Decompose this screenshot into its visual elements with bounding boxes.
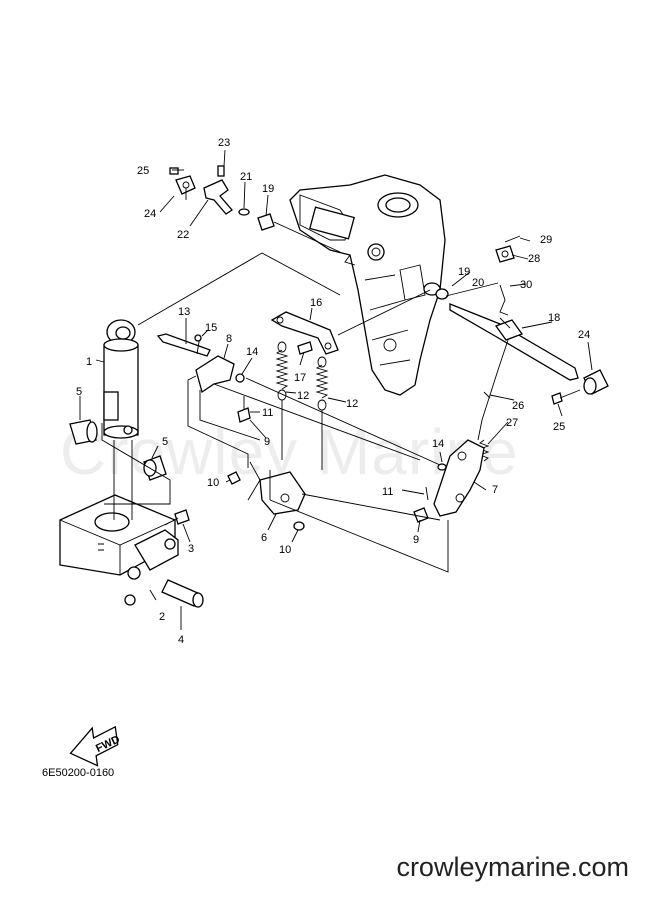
callout-12b: 12 [346,398,358,410]
callout-18: 18 [548,312,560,324]
lever-7 [413,439,485,523]
callout-11a: 11 [262,407,273,419]
callout-19b: 19 [458,266,470,278]
callout-3: 3 [188,543,194,555]
bolt-29-nut-28 [495,235,521,263]
trim-cylinder [103,319,139,439]
callout-9b: 9 [413,534,419,546]
callout-13: 13 [178,306,190,318]
link-plate-16 [270,311,339,355]
callout-5a: 5 [76,386,82,398]
leader-lines [101,252,581,573]
callout-28: 28 [528,253,540,265]
callout-21: 21 [240,171,252,183]
callout-7: 7 [492,484,498,496]
rod-30 [499,284,509,316]
cap-24 [583,369,609,395]
callout-2: 2 [159,611,165,623]
fwd-arrow-icon: FWD [69,725,122,767]
callout-14a: 14 [246,346,258,358]
callout-24b: 24 [578,329,590,341]
callout-30: 30 [520,279,532,291]
callout-10a: 10 [207,477,219,489]
upper-bracket-housing [289,174,446,396]
callout-11b: 11 [382,486,393,498]
callout-6: 6 [261,532,267,544]
callout-25a: 25 [137,165,149,177]
bushings [69,419,167,481]
callout-9a: 9 [264,436,270,448]
callout-27: 27 [506,417,518,429]
callout-16: 16 [310,297,322,309]
callout-5b: 5 [162,436,168,448]
callout-10b: 10 [279,544,291,556]
callout-22: 22 [177,229,189,241]
callout-pointers [79,149,593,630]
callout-14b: 14 [432,438,444,450]
callout-15: 15 [205,322,217,334]
callout-19a: 19 [262,183,274,195]
callout-26: 26 [512,400,524,412]
callout-1: 1 [86,356,92,368]
trim-arm-18 [423,282,579,381]
lever-6 [227,461,306,531]
rod-26 [477,339,509,441]
diagram-code: 6E50200-0160 [42,767,115,779]
callout-29: 29 [540,234,552,246]
callout-4: 4 [178,634,184,646]
callout-23: 23 [218,137,230,149]
callout-numbers: 1 2 3 4 5 5 6 7 8 9 9 10 10 11 11 12 12 … [76,137,590,646]
bolt-25-right [551,392,563,405]
bolt-3 [164,509,190,526]
callout-12a: 12 [297,390,309,402]
callout-17: 17 [294,372,306,384]
site-url-link[interactable]: crowleymarine.com [396,852,629,882]
small-hardware-left [156,333,313,423]
callout-25b: 25 [553,421,565,433]
callout-24a: 24 [144,208,156,220]
lower-mount-bracket [59,494,179,606]
callout-8: 8 [226,333,232,345]
callout-20: 20 [472,277,484,289]
pin-4 [161,579,204,608]
